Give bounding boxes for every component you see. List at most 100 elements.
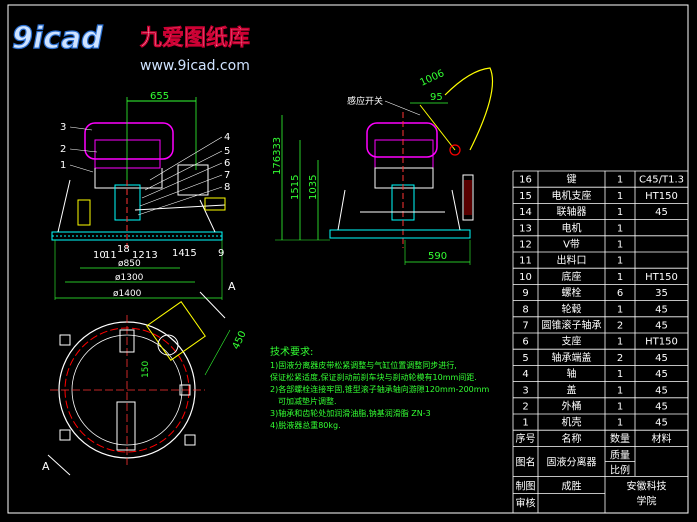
bom-cell-qty: 1 (617, 207, 623, 218)
bom-cell-material: 45 (655, 207, 668, 218)
section-a-line-bottom (47, 454, 71, 476)
dim-1006: 1006 (418, 68, 446, 89)
plan-outlet-pipe (116, 401, 136, 451)
bom-cell-qty: 1 (617, 191, 623, 202)
bom-cell-no: 2 (522, 401, 528, 412)
side-drum-top (374, 139, 434, 169)
front-outlet (77, 199, 91, 226)
tech-note-2: 保证松紧适度,保证刹动前刹车块与刹动轮模有10mm间距. (270, 372, 477, 382)
bom-cell-name: 电机 (562, 221, 582, 234)
title-drawing-name: 固液分离器 (547, 455, 597, 468)
watermark-logo: 9icad (12, 21, 103, 56)
bom-cell-name: 机壳 (562, 416, 582, 429)
side-sensor-arm (444, 67, 494, 151)
bom-cell-material: 45 (655, 401, 668, 412)
bom-cell-qty: 1 (617, 385, 623, 396)
plan-top-pipe (119, 329, 135, 353)
bom-cell-no: 5 (522, 353, 528, 364)
bom-cell-qty: 6 (617, 288, 623, 299)
side-arm-link (419, 104, 456, 151)
bom-cell-name: 外桶 (562, 399, 582, 412)
bom-cell-material: 45 (655, 385, 668, 396)
bom-cell-qty: 1 (617, 239, 623, 250)
part-label-7: 7 (224, 170, 230, 181)
bom-cell-no: 13 (519, 223, 532, 234)
side-drum (374, 167, 434, 189)
bom-cell-qty: 1 (617, 272, 623, 283)
part-label-5: 5 (224, 146, 230, 157)
bom-cell-no: 11 (519, 256, 532, 267)
dim-1515: 1515 (290, 175, 301, 200)
bom-cell-qty: 1 (617, 256, 623, 267)
title-weight-label: 质量 (610, 449, 630, 461)
dim-1300: ø1300 (115, 273, 144, 283)
bom-cell-material: 35 (655, 288, 668, 299)
front-cover (84, 122, 174, 160)
title-school-1: 安徽科技 (627, 479, 667, 492)
dim-450: 450 (231, 329, 249, 351)
bom-cell-name: 联轴器 (557, 205, 587, 218)
bom-header-qty: 数量 (610, 432, 630, 445)
dim-176333: 176333 (272, 137, 283, 175)
bom-cell-qty: 2 (617, 320, 623, 331)
plan-feet (59, 334, 196, 446)
dim-590: 590 (428, 251, 447, 262)
bom-cell-qty: 1 (617, 304, 623, 315)
tech-note-6: 4)脱液器总重80kg. (270, 420, 341, 430)
bom-cell-name: 出料口 (557, 254, 587, 267)
plan-motor-bracket (146, 301, 206, 361)
section-a-line-top (199, 291, 226, 319)
dim-850: ø850 (118, 259, 141, 269)
bom-cell-name: 轴 (567, 367, 577, 380)
bom-header-no: 序号 (516, 432, 536, 445)
bom-header-material: 材料 (652, 432, 672, 445)
bom-cell-qty: 1 (617, 223, 623, 234)
side-cover (366, 122, 438, 158)
front-belt (134, 204, 226, 211)
plan-motor (157, 334, 179, 356)
tech-note-1: 1)固液分离器皮带松紧调整与气缸位置调整同步进行, (270, 360, 457, 370)
bom-cell-no: 9 (522, 288, 528, 299)
tech-note-3: 2)各部螺栓连接牢固,锥型滚子轴承轴向游隙120mm-200mm (270, 384, 490, 394)
title-check-label: 审核 (516, 496, 536, 509)
side-cylinder (462, 174, 474, 221)
side-pivot (449, 144, 461, 156)
front-drum (94, 168, 163, 189)
bom-cell-qty: 1 (617, 337, 623, 348)
title-drawing-name-label: 图名 (516, 455, 536, 468)
bom-cell-no: 4 (522, 369, 528, 380)
section-a-top: A (228, 280, 236, 293)
bom-cell-material: 45 (655, 320, 668, 331)
bom-cell-no: 3 (522, 385, 528, 396)
bom-cell-name: 盖 (567, 383, 577, 396)
bom-cell-name: V带 (563, 238, 580, 250)
side-leg-right (451, 189, 461, 231)
part-label-13: 13 (145, 250, 158, 261)
front-leaders (69, 126, 223, 216)
bom-cell-qty: 1 (617, 418, 623, 429)
part-label-15: 15 (184, 248, 197, 259)
part-label-8: 8 (224, 182, 230, 193)
bom-cell-no: 1 (522, 418, 528, 429)
side-cylinder-fill (464, 180, 472, 215)
bom-cell-name: 支座 (562, 335, 582, 348)
part-label-10: 10 (93, 250, 106, 261)
bom-cell-material: 45 (655, 353, 668, 364)
bom-cell-material: HT150 (645, 272, 678, 283)
bom-cell-qty: 2 (617, 353, 623, 364)
tech-note-5: 3)轴承和齿轮处加润滑油脂,钠基润滑脂 ZN-3 (270, 408, 431, 418)
bom-cell-material: 45 (655, 369, 668, 380)
bom-cell-qty: 1 (617, 401, 623, 412)
bom-cell-no: 6 (522, 337, 528, 348)
part-label-18: 18 (117, 244, 130, 255)
bom-cell-no: 15 (519, 191, 532, 202)
part-label-11: 11 (104, 250, 117, 261)
tech-note-4: 可加减垫片调整. (278, 396, 337, 406)
bom-cell-no: 10 (519, 272, 532, 283)
dim-655: 655 (150, 91, 169, 102)
dim-line-450 (204, 329, 231, 376)
sensor-leader (384, 100, 421, 116)
